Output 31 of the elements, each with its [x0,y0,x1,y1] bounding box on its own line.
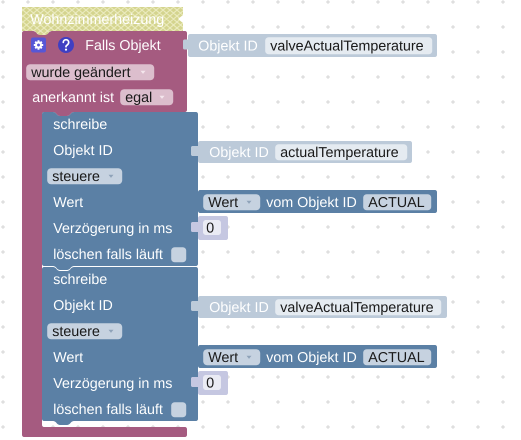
dropdown: Wert [203,194,260,210]
text-field: ACTUAL [363,194,432,210]
block-label: Wert [53,352,84,362]
statement-block [42,267,198,425]
block-label: löschen falls läuft [54,248,163,260]
text-field: ACTUAL [363,349,432,366]
dropdown: Wert [203,349,260,366]
dropdown: steuere [47,323,122,340]
dropdown: egal [120,89,174,106]
block-label: anerkannt ist [32,92,114,102]
block-label: löschen falls läuft [54,404,163,414]
block-label: Verzögerung in ms [53,378,172,391]
node-label: vom Objekt ID [266,196,356,210]
block-label: Verzögerung in ms [53,222,172,236]
block-label: schreibe [54,274,107,284]
node-label: vom Objekt ID [266,352,356,365]
number-block: 0 [191,216,228,240]
block-label: Objekt ID [54,144,112,158]
block-label: Wert [53,197,84,208]
block-label: Falls Objekt [86,40,161,53]
text-field: valveActualTemperature [265,37,432,54]
block-label: schreibe [54,118,107,130]
block-label: Objekt ID [54,300,112,313]
statement-block [42,112,198,270]
text-field: actualTemperature [275,144,408,160]
text-field: valveActualTemperature [275,299,442,316]
number-block: 0 [191,371,228,395]
checkbox [171,247,186,262]
checkbox [171,402,186,418]
dropdown: wurde geändert [26,64,154,80]
dropdown: steuere [47,168,122,184]
